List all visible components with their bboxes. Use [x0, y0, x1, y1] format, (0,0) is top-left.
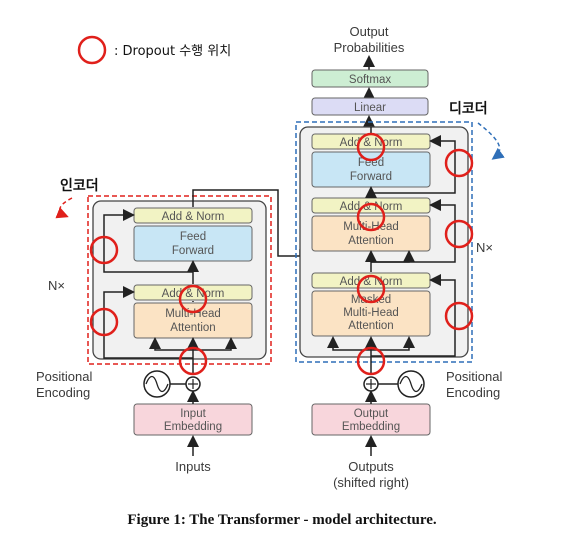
encoder-feed-forward-label-2: Forward — [172, 245, 214, 257]
dropout-marker-decoder-mha-out — [356, 202, 386, 232]
dropout-marker-encoder-mha — [89, 307, 119, 337]
dropout-marker-encoder-attn-out — [178, 284, 208, 314]
decoder-feed-forward-label-2: Forward — [350, 171, 392, 183]
dropout-marker-decoder-embedding — [356, 346, 386, 376]
input-embedding-label-1: Input — [180, 408, 206, 420]
encoder-nx-label: N× — [48, 278, 65, 293]
masked-label-1: Masked — [351, 294, 391, 306]
outputs-label-2: (shifted right) — [333, 475, 409, 490]
input-embedding-label-2: Embedding — [164, 421, 222, 433]
dropout-marker-encoder-embedding — [178, 346, 208, 376]
decoder-mha-label-1: Multi-Head — [343, 221, 399, 233]
decoder-add-norm-top-label: Add & Norm — [340, 137, 403, 149]
dropout-marker-encoder-ffn — [89, 235, 119, 265]
softmax-label: Softmax — [349, 74, 391, 86]
decoder-positional-label-1: Positional — [446, 369, 502, 384]
outputs-label-1: Outputs — [348, 459, 394, 474]
masked-label-2: Multi-Head — [343, 307, 399, 319]
decoder-korean-label: 디코더 — [449, 101, 488, 117]
inputs-label: Inputs — [175, 459, 211, 474]
decoder-mha-label-2: Attention — [348, 235, 393, 247]
encoder-korean-label: 인코더 — [60, 177, 99, 194]
output-probabilities-label: Output — [349, 24, 388, 39]
output-probabilities-label-2: Probabilities — [334, 40, 405, 55]
decoder-add-norm-bottom-label: Add & Norm — [340, 276, 403, 288]
decoder-feed-forward-label-1: Feed — [358, 157, 384, 169]
linear-label: Linear — [354, 102, 386, 114]
encoder-mha-label-1: Multi-Head — [165, 308, 221, 320]
encoder-positional-label-1: Positional — [36, 369, 92, 384]
figure-caption: Figure 1: The Transformer - model archit… — [127, 512, 437, 528]
dropout-marker-decoder-masked-out — [356, 274, 386, 304]
dropout-marker-decoder-right-top — [444, 148, 474, 178]
encoder-add-norm-bottom-label: Add & Norm — [162, 288, 225, 300]
dropout-marker-decoder-right-middle — [444, 219, 474, 249]
legend-dropout-marker — [77, 35, 107, 65]
decoder-nx-label: N× — [476, 240, 493, 255]
dropout-marker-decoder-right-bottom — [444, 301, 474, 331]
dropout-marker-decoder-ffn-out — [356, 132, 386, 162]
output-embedding-label-1: Output — [354, 408, 389, 420]
encoder-add-norm-top-label: Add & Norm — [162, 211, 225, 223]
output-embedding-label-2: Embedding — [342, 421, 400, 433]
decoder-add-norm-middle-label: Add & Norm — [340, 201, 403, 213]
legend-text: : Dropout 수행 위치 — [114, 43, 231, 59]
masked-label-3: Attention — [348, 320, 393, 332]
decoder-positional-label-2: Encoding — [446, 385, 500, 400]
encoder-feed-forward-label-1: Feed — [180, 231, 206, 243]
encoder-positional-label-2: Encoding — [36, 385, 90, 400]
encoder-mha-label-2: Attention — [170, 322, 215, 334]
